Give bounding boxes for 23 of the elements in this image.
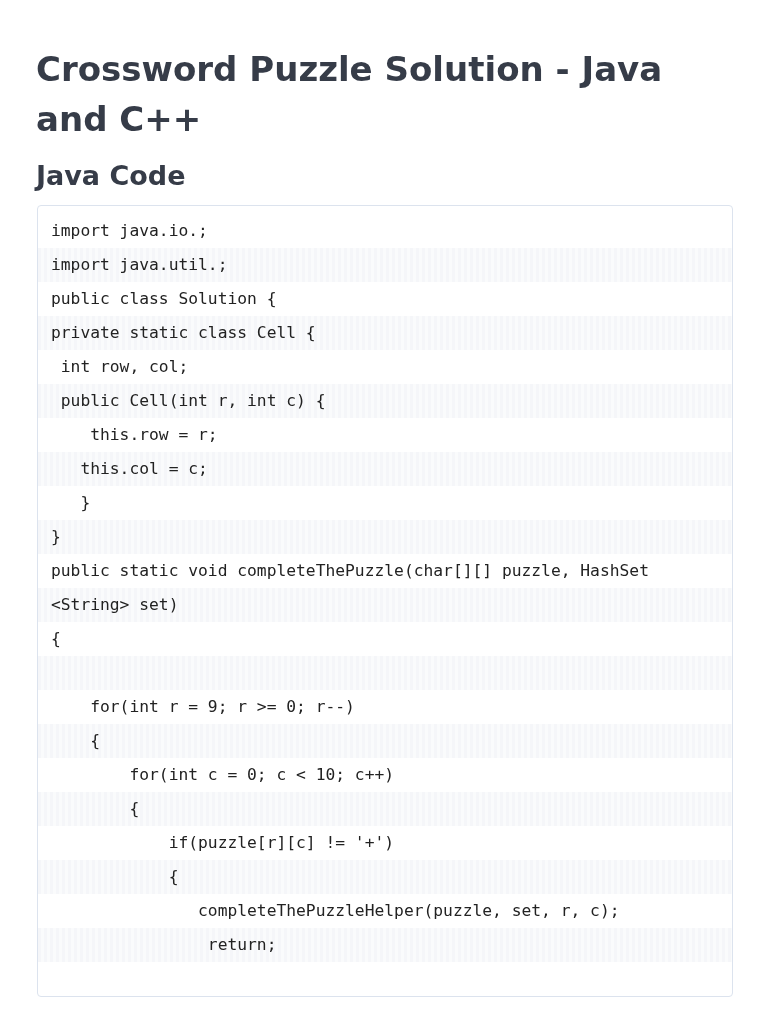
code-line: for(int r = 9; r >= 0; r--): [89, 697, 355, 717]
section-heading: Java Code: [36, 159, 186, 193]
code-line: {: [89, 731, 100, 751]
code-line: import java.util.;: [51, 255, 228, 275]
code-line: public Cell(int r, int c) {: [59, 391, 326, 411]
code-line: {: [128, 799, 140, 819]
code-line: }: [51, 527, 61, 547]
code-line: for(int c = 0; c < 10; c++): [128, 765, 395, 785]
code-line: if(puzzle[r][c] != '+'): [167, 833, 395, 853]
code-line: public class Solution {: [51, 289, 277, 309]
code-line: public static void completeThePuzzle(char[][] puzzle, HashSet: [51, 561, 649, 581]
code-line: {: [167, 867, 179, 887]
code-line: }: [79, 493, 91, 513]
code-line: <String> set): [51, 595, 179, 615]
code-line: this.row = r;: [89, 425, 218, 445]
code-line: private static class Cell {: [51, 323, 316, 343]
page-title: Crossword Puzzle Solution - Java and C++: [36, 48, 664, 141]
code-line: return;: [206, 935, 277, 955]
code-line: {: [51, 629, 61, 649]
code-line: import java.io.;: [51, 221, 208, 241]
code-line: int row, col;: [59, 357, 189, 377]
code-line: completeThePuzzleHelper(puzzle, set, r, c);: [197, 901, 620, 921]
code-line: this.col = c;: [79, 459, 208, 479]
